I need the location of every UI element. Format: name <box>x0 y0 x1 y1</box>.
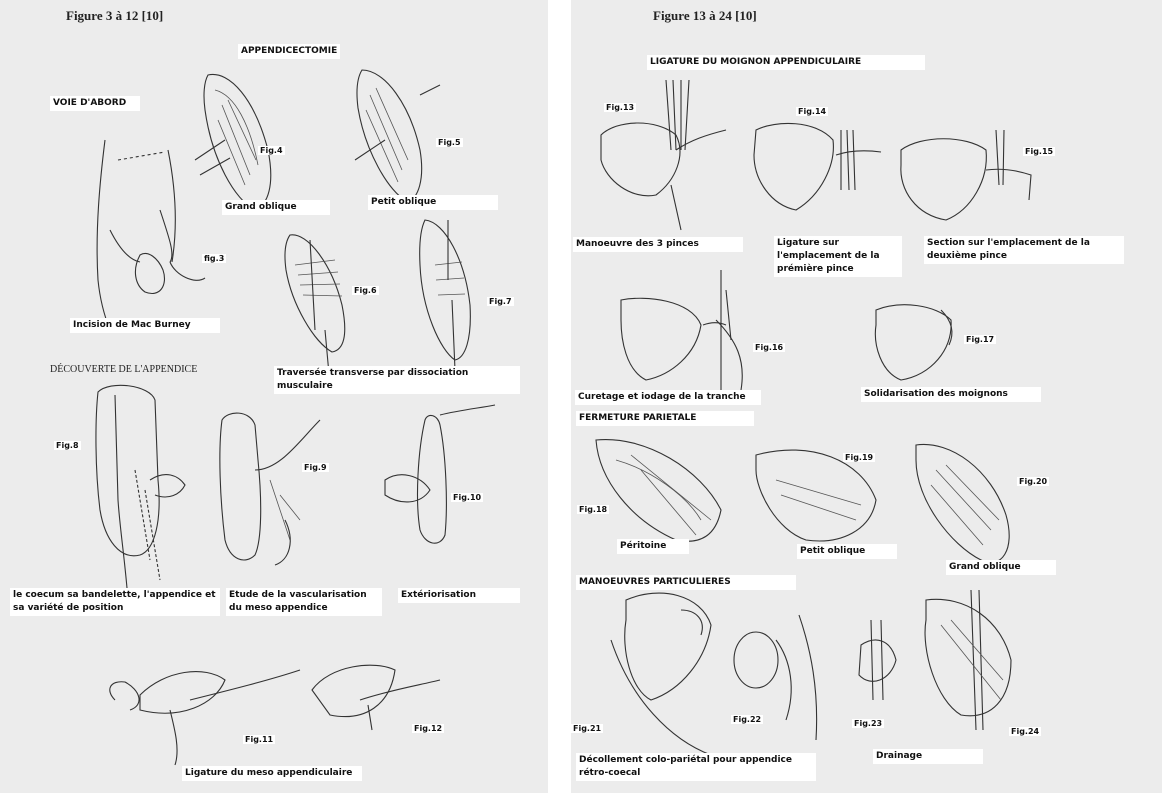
fig20-label: Fig.20 <box>1017 477 1049 486</box>
fig16-curetage-drawing <box>621 270 742 390</box>
fig4-label: Fig.4 <box>258 146 285 155</box>
fig17-label: Fig.17 <box>964 335 996 344</box>
fig11-label: Fig.11 <box>243 735 275 744</box>
fig15-label: Fig.15 <box>1023 147 1055 156</box>
fig10-exteriorisation-drawing <box>385 405 495 543</box>
caption-coecum: le coecum sa bandelette, l'appendice et … <box>10 588 220 616</box>
fig23-label: Fig.23 <box>852 719 884 728</box>
fig21-label: Fig.21 <box>571 724 603 733</box>
fig12-ligature-drawing <box>312 665 440 730</box>
caption-etude: Etude de la vascularisation du meso appe… <box>226 588 382 616</box>
caption-exteriorisation: Extériorisation <box>398 588 520 603</box>
caption-decollement: Décollement colo-pariétal pour appendice… <box>576 753 816 781</box>
caption-curetage: Curetage et iodage de la tranche <box>575 390 761 405</box>
fig9-label: Fig.9 <box>302 463 329 472</box>
heading-voie-abord: VOIE D'ABORD <box>50 96 140 111</box>
caption-grand-oblique: Grand oblique <box>222 200 330 215</box>
fig8-label: Fig.8 <box>54 441 81 450</box>
fig19-petit-oblique-drawing <box>756 450 876 541</box>
caption-solidarisation: Solidarisation des moignons <box>861 387 1041 402</box>
heading-manoeuvres: MANOEUVRES PARTICULIERES <box>576 575 796 590</box>
fig7-incision-drawing <box>420 220 471 370</box>
fig10-label: Fig.10 <box>451 493 483 502</box>
caption-petit-oblique-right: Petit oblique <box>797 544 897 559</box>
heading-decouverte: DÉCOUVERTE DE L'APPENDICE <box>50 364 197 375</box>
fig21-decollement-drawing <box>611 593 711 755</box>
caption-peritoine: Péritoine <box>617 539 689 554</box>
left-page-illustrations <box>0 0 548 793</box>
caption-grand-oblique-right: Grand oblique <box>946 560 1056 575</box>
fig11-ligature-drawing <box>110 670 300 765</box>
fig24-label: Fig.24 <box>1009 727 1041 736</box>
caption-petit-oblique: Petit oblique <box>368 195 498 210</box>
right-page-title: Figure 13 à 24 [10] <box>653 8 757 24</box>
fig14-ligature-drawing <box>754 123 881 210</box>
heading-fermeture: FERMETURE PARIETALE <box>576 411 754 426</box>
fig18-label: Fig.18 <box>577 505 609 514</box>
fig12-label: Fig.12 <box>412 724 444 733</box>
caption-incision: Incision de Mac Burney <box>70 318 220 333</box>
fig5-label: Fig.5 <box>436 138 463 147</box>
caption-ligature-emplacement: Ligature sur l'emplacement de la prémièr… <box>774 236 902 277</box>
left-page-title: Figure 3 à 12 [10] <box>66 8 163 24</box>
fig23-appendix-drawing <box>859 620 896 700</box>
right-page: Figure 13 à 24 [10] LIGATURE DU MOIGNON … <box>571 0 1162 793</box>
fig8-coecum-drawing <box>96 385 185 600</box>
caption-manoeuvre-pinces: Manoeuvre des 3 pinces <box>573 237 743 252</box>
fig15-section-drawing <box>901 130 1031 220</box>
fig19-label: Fig.19 <box>843 453 875 462</box>
fig3-body-drawing <box>97 140 205 330</box>
fig20-grand-oblique-drawing <box>916 444 1009 562</box>
fig6-incision-drawing <box>285 235 345 385</box>
caption-drainage: Drainage <box>873 749 983 764</box>
fig22-label: Fig.22 <box>731 715 763 724</box>
fig17-solidarisation-drawing <box>875 305 951 380</box>
fig7-label: Fig.7 <box>487 297 514 306</box>
fig16-label: Fig.16 <box>753 343 785 352</box>
fig13-label: Fig.13 <box>604 103 636 112</box>
fig5-incision-drawing <box>355 70 440 202</box>
heading-appendicectomie: APPENDICECTOMIE <box>238 44 340 59</box>
fig14-label: Fig.14 <box>796 107 828 116</box>
heading-ligature-moignon: LIGATURE DU MOIGNON APPENDICULAIRE <box>647 55 925 70</box>
caption-section: Section sur l'emplacement de la deuxième… <box>924 236 1124 264</box>
caption-ligature-meso: Ligature du meso appendiculaire <box>182 766 362 781</box>
fig24-drainage-drawing <box>925 590 1011 730</box>
fig18-peritoine-drawing <box>596 440 721 542</box>
left-page: Figure 3 à 12 [10] APPENDICECTOMIE VOIE … <box>0 0 548 793</box>
fig6-label: Fig.6 <box>352 286 379 295</box>
fig9-vascularisation-drawing <box>220 413 320 565</box>
fig4-incision-drawing <box>195 74 271 210</box>
fig3-label: fig.3 <box>202 254 226 263</box>
caption-traversee: Traversée transverse par dissociation mu… <box>274 366 520 394</box>
